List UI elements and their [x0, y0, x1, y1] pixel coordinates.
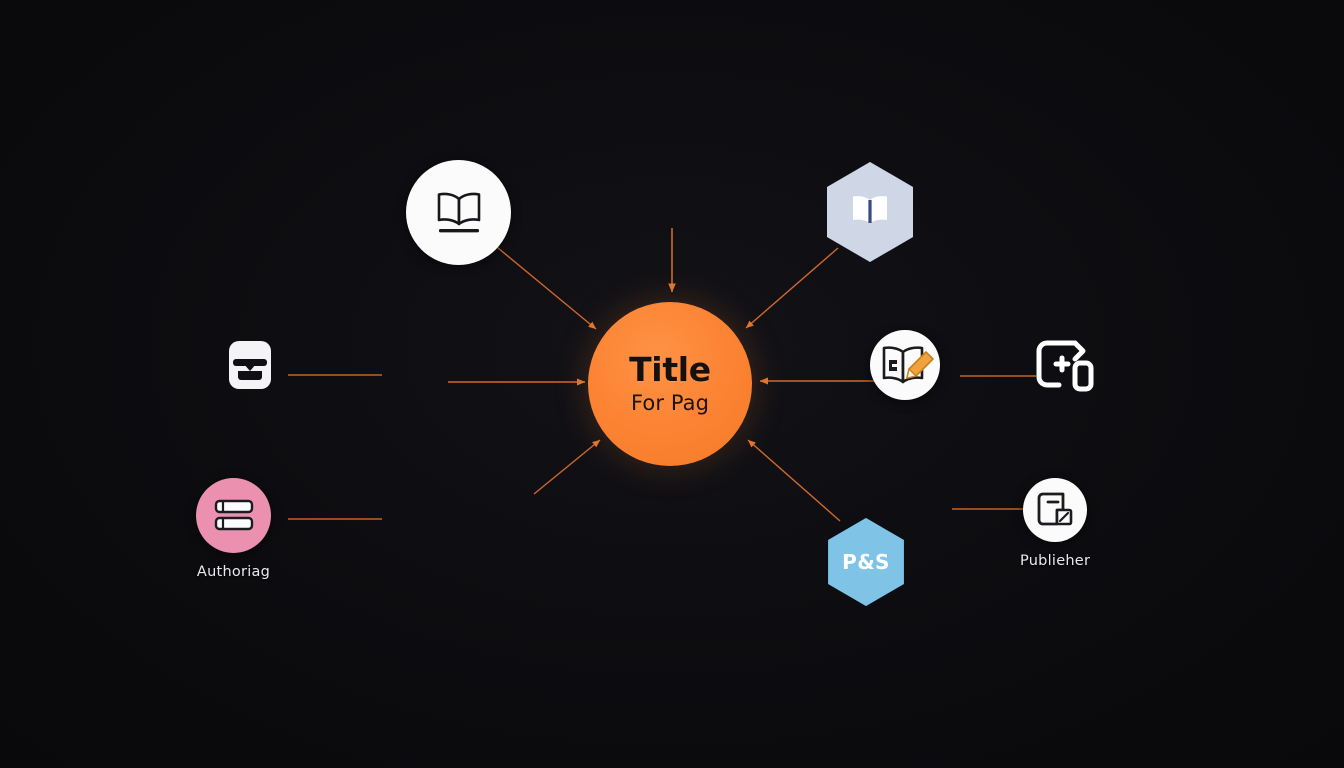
open-book-icon — [437, 192, 480, 232]
edge-open-book-to-center — [491, 242, 597, 330]
page-subtitle: For Pag — [630, 390, 710, 415]
inbox-badge[interactable] — [206, 326, 294, 414]
closed-book-icon — [229, 341, 271, 389]
ps-hexagon-badge[interactable]: P&S — [828, 518, 904, 606]
add-page-badge[interactable] — [1022, 322, 1110, 410]
hex-book-badge[interactable] — [827, 162, 913, 262]
open-book-badge[interactable] — [406, 160, 511, 265]
authoriag-badge[interactable] — [196, 478, 271, 553]
open-book-hexagon-icon — [853, 196, 887, 223]
node-open-book[interactable] — [406, 160, 511, 276]
node-book-pencil[interactable] — [870, 330, 940, 411]
book-pencil-badge[interactable] — [870, 330, 940, 400]
node-inbox[interactable] — [206, 326, 294, 425]
node-hex-book[interactable] — [820, 162, 920, 273]
book-stack-icon — [214, 499, 253, 530]
add-page-device-icon — [1036, 340, 1094, 392]
page-title: Title — [629, 350, 711, 390]
ps-badge-text: P&S — [842, 550, 890, 574]
node-add-page[interactable] — [1022, 322, 1110, 421]
publisher-badge[interactable] — [1023, 478, 1088, 542]
hexagon-outline — [828, 518, 904, 606]
central-node[interactable]: Title For Pag — [588, 302, 752, 466]
edge-authoriag-to-center — [533, 439, 601, 495]
node-authoriag-label: Authoriag — [196, 564, 271, 580]
node-publisher-label: Publieher — [1020, 553, 1091, 569]
node-authoriag[interactable]: Authoriag — [196, 478, 271, 580]
node-ps-hex[interactable]: P&S — [822, 518, 910, 617]
edge-ps-to-center — [747, 439, 841, 522]
book-pencil-edit-icon — [882, 346, 934, 384]
book-edit-square-icon — [1037, 492, 1073, 526]
node-publisher[interactable]: Publieher — [1020, 478, 1090, 569]
edge-hex-book-to-center — [745, 247, 839, 329]
